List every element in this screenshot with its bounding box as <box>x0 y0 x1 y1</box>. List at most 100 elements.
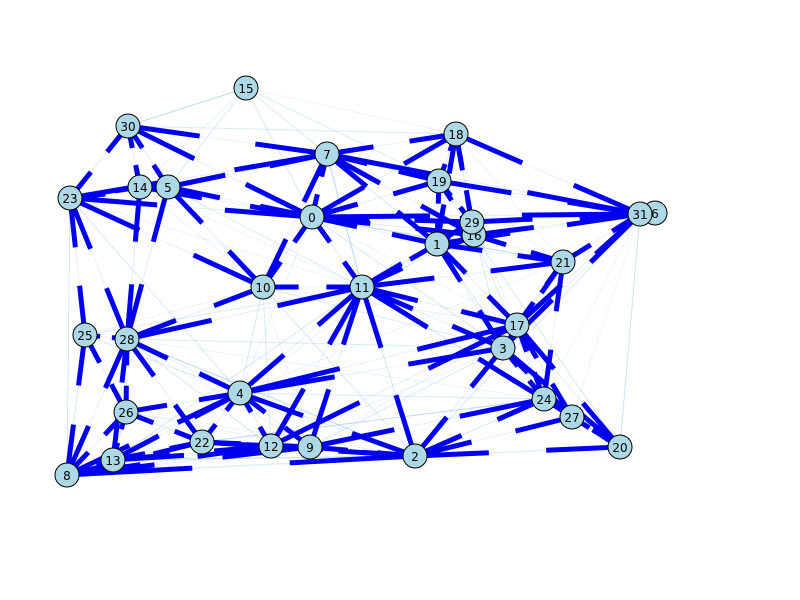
graph-node-26: 26 <box>113 399 139 425</box>
graph-node-28: 28 <box>114 326 140 352</box>
graph-node-11: 11 <box>349 274 375 300</box>
node-circle <box>459 209 485 235</box>
graph-node-7: 7 <box>314 141 340 167</box>
graph-edge-heavy <box>326 151 441 179</box>
node-label: 24 <box>536 393 551 407</box>
graph-edge-heavy <box>360 284 429 330</box>
graph-edge-light <box>239 261 564 394</box>
graph-edge-light <box>167 186 363 288</box>
graph-node-31: 31 <box>627 201 653 227</box>
graph-edge-heavy <box>459 396 545 419</box>
graph-edge-heavy <box>68 195 141 233</box>
node-circle <box>550 249 576 275</box>
node-label: 8 <box>63 469 71 483</box>
graph-node-20: 20 <box>607 434 633 460</box>
graph-edge-heavy <box>192 252 265 290</box>
node-label: 28 <box>119 333 134 347</box>
graph-node-3: 3 <box>490 335 516 361</box>
node-label: 10 <box>255 281 270 295</box>
node-label: 30 <box>120 120 135 134</box>
node-circle <box>113 399 139 425</box>
graph-edge-light <box>127 87 247 127</box>
graph-edge-light <box>239 392 545 400</box>
graph-edge-heavy <box>66 465 193 478</box>
node-circle <box>114 326 140 352</box>
graph-node-18: 18 <box>443 121 469 147</box>
node-label: 15 <box>238 82 253 96</box>
graph-node-27: 27 <box>559 404 585 430</box>
node-circle <box>443 121 469 147</box>
node-label: 31 <box>632 208 647 222</box>
graph-edge-light <box>126 338 504 349</box>
graph-node-5: 5 <box>155 174 181 200</box>
node-circle <box>155 174 181 200</box>
graph-edge-light <box>245 87 440 182</box>
node-circle <box>607 434 633 460</box>
graph-node-19: 19 <box>426 168 452 194</box>
graph-edge-light <box>245 87 313 218</box>
node-label: 6 <box>651 207 659 221</box>
graph-edge-light <box>619 213 641 448</box>
graph-node-17: 17 <box>504 312 530 338</box>
graph-node-24: 24 <box>531 386 557 412</box>
graph-edge-light <box>571 213 641 418</box>
node-circle <box>531 386 557 412</box>
graph-edge-light <box>69 197 241 394</box>
node-circle <box>100 447 126 473</box>
graph-edge-heavy <box>269 400 361 449</box>
node-label: 13 <box>105 454 120 468</box>
graph-edge-heavy <box>309 427 395 450</box>
graph-node-25: 25 <box>72 322 98 348</box>
node-label: 29 <box>464 216 479 230</box>
graph-node-23: 23 <box>57 185 83 211</box>
node-label: 14 <box>132 181 147 195</box>
graph-edge-light <box>84 286 264 336</box>
node-label: 5 <box>164 181 172 195</box>
node-circle <box>424 231 450 257</box>
graph-edge-light <box>309 347 504 448</box>
node-circle <box>504 312 530 338</box>
node-label: 23 <box>62 192 77 206</box>
graph-edge-heavy <box>289 453 416 466</box>
graph-edge-light <box>543 213 641 400</box>
graph-edge-heavy <box>416 322 518 352</box>
graph-edge-light <box>127 125 457 135</box>
node-circle <box>258 433 284 459</box>
graph-node-21: 21 <box>550 249 576 275</box>
node-label: 25 <box>77 329 92 343</box>
graph-edge-heavy <box>276 284 363 309</box>
graph-node-10: 10 <box>250 274 276 300</box>
node-label: 3 <box>499 342 507 356</box>
graph-edge-light <box>126 338 272 447</box>
graph-edge-light <box>239 243 438 394</box>
graph-node-14: 14 <box>127 174 153 200</box>
graph-edge-light <box>455 133 564 263</box>
graph-edge-light <box>262 286 311 448</box>
graph-edge-light <box>262 286 416 457</box>
graph-node-0: 0 <box>299 204 325 230</box>
node-circle <box>627 201 653 227</box>
node-circle <box>314 141 340 167</box>
node-circle <box>299 204 325 230</box>
node-label: 18 <box>448 128 463 142</box>
graph-edge-heavy <box>427 322 519 371</box>
node-label: 11 <box>354 281 369 295</box>
node-circle <box>233 75 259 101</box>
node-label: 26 <box>118 406 133 420</box>
node-circle <box>54 462 80 488</box>
node-circle <box>297 434 323 460</box>
node-label: 19 <box>431 175 446 189</box>
node-circle <box>127 174 153 200</box>
graph-edge-light <box>245 87 328 155</box>
node-label: 9 <box>306 441 314 455</box>
graph-edge-heavy <box>69 195 158 208</box>
node-label: 20 <box>612 441 627 455</box>
graph-node-8: 8 <box>54 462 80 488</box>
graph-edge-light <box>201 398 545 443</box>
node-circle <box>189 429 215 455</box>
graph-edge-light <box>69 197 363 288</box>
node-label: 27 <box>564 411 579 425</box>
graph-node-13: 13 <box>100 447 126 473</box>
